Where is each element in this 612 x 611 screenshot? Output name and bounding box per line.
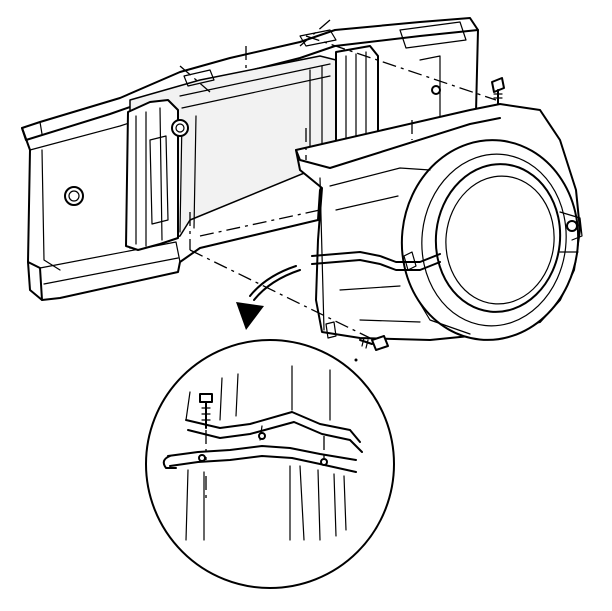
detail-view-inset [145,339,395,589]
shroud-mounting-bolt-lower [359,335,389,351]
fan-shroud [295,103,583,341]
alignment-lines [179,19,497,339]
shroud-mounting-bolt-upper [491,77,505,105]
reference-dot [354,358,358,362]
detail-arrow [236,265,301,330]
radiator-support-frame [21,17,479,301]
